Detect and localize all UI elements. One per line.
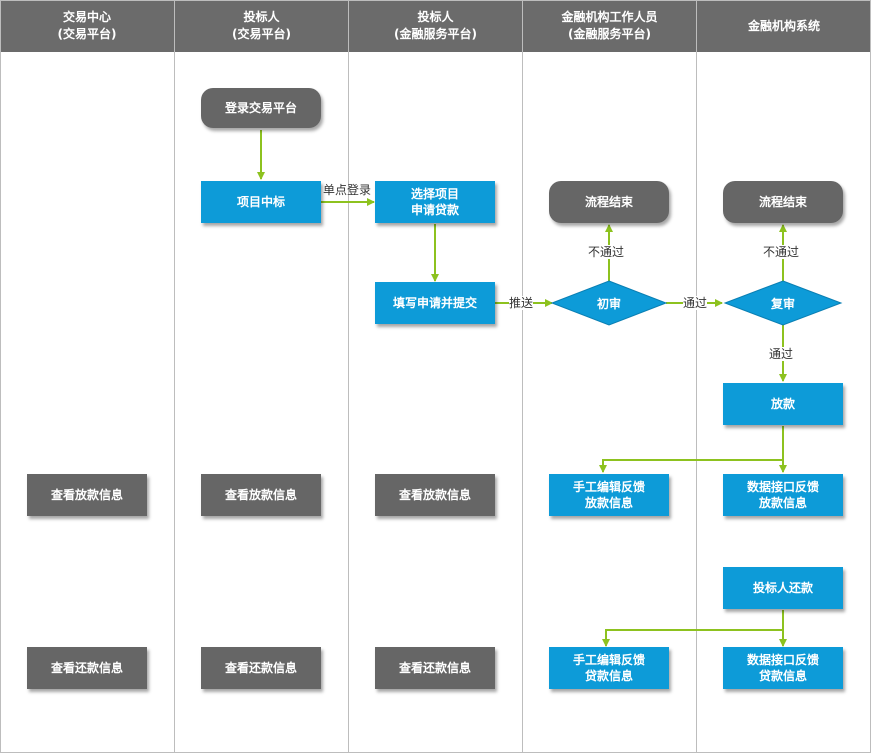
node-label: 查看还款信息 (398, 661, 471, 675)
node-label-line1: 手工编辑反馈 (572, 653, 645, 667)
node-label: 查看放款信息 (398, 488, 471, 502)
view-repay-node-bidder-finance: 查看还款信息 (375, 647, 495, 689)
node-label-line1: 数据接口反馈 (746, 480, 819, 494)
lane-header-finance-system: 金融机构系统 (697, 0, 871, 52)
lane-title: 金融机构工作人员 (561, 10, 658, 24)
node-label-line2: 申请贷款 (410, 203, 459, 217)
node-label: 放款 (770, 397, 795, 411)
edge-label-not-pass-2: 不通过 (763, 245, 800, 259)
node-label: 投标人还款 (752, 581, 813, 595)
loan-release-node: 放款 (723, 383, 843, 425)
lane-subtitle: (交易平台) (232, 27, 291, 41)
select-project-node: 选择项目 申请贷款 (375, 181, 495, 223)
edge-repay-to-manual-feedback (602, 629, 783, 647)
view-release-node-bidder-finance: 查看放款信息 (375, 474, 495, 516)
edge-label-pass-2: 通过 (769, 347, 794, 361)
node-label: 查看放款信息 (50, 488, 123, 502)
node-label-line2: 贷款信息 (758, 669, 807, 683)
lane-separator (174, 0, 175, 753)
process-end-node-2: 流程结束 (723, 181, 843, 223)
lane-subtitle: (金融服务平台) (394, 27, 477, 41)
first-review-decision (550, 280, 668, 326)
api-feedback-release-node: 数据接口反馈 放款信息 (723, 474, 843, 516)
edge-label-sso-login: 单点登录 (323, 183, 372, 197)
node-label-line2: 放款信息 (758, 496, 807, 510)
win-bid-node: 项目中标 (201, 181, 321, 223)
node-label: 流程结束 (758, 195, 807, 209)
node-label-line2: 放款信息 (584, 496, 633, 510)
lane-separator (522, 0, 523, 753)
lane-subtitle: (交易平台) (57, 27, 117, 41)
node-label-line1: 手工编辑反馈 (572, 480, 645, 494)
node-label-line1: 选择项目 (410, 187, 459, 201)
lane-title: 交易中心 (62, 10, 111, 24)
view-release-node-trading-center: 查看放款信息 (27, 474, 147, 516)
view-repay-node-trading-center: 查看还款信息 (27, 647, 147, 689)
edge-label-push: 推送 (509, 296, 534, 310)
manual-feedback-release-node: 手工编辑反馈 放款信息 (549, 474, 669, 516)
second-review-decision (723, 280, 843, 326)
node-label: 填写申请并提交 (392, 296, 477, 310)
lane-separator (696, 0, 697, 753)
lane-header-bidder-trading: 投标人 (交易平台) (175, 0, 348, 52)
fill-submit-node: 填写申请并提交 (375, 282, 495, 324)
lane-separator (348, 0, 349, 753)
node-label: 查看还款信息 (224, 661, 297, 675)
lane-title: 投标人 (417, 10, 454, 24)
lane-header-finance-staff: 金融机构工作人员 (金融服务平台) (523, 0, 696, 52)
lane-subtitle: (金融服务平台) (568, 27, 651, 41)
node-label-line2: 贷款信息 (584, 669, 633, 683)
process-end-node-1: 流程结束 (549, 181, 669, 223)
lane-title: 金融机构系统 (747, 18, 820, 33)
node-label: 项目中标 (236, 195, 285, 209)
lane-title: 投标人 (243, 10, 280, 24)
edge-label-not-pass-1: 不通过 (588, 245, 625, 259)
view-repay-node-bidder-trading: 查看还款信息 (201, 647, 321, 689)
lane-header-trading-center: 交易中心 (交易平台) (0, 0, 174, 52)
api-feedback-loan-node: 数据接口反馈 贷款信息 (723, 647, 843, 689)
login-trading-platform-node: 登录交易平台 (201, 88, 321, 128)
edge-label-pass-1: 通过 (683, 296, 708, 310)
manual-feedback-loan-node: 手工编辑反馈 贷款信息 (549, 647, 669, 689)
node-label-line1: 数据接口反馈 (746, 653, 819, 667)
node-label: 查看还款信息 (50, 661, 123, 675)
node-label: 流程结束 (584, 195, 633, 209)
lane-header-bidder-finance: 投标人 (金融服务平台) (349, 0, 522, 52)
view-release-node-bidder-trading: 查看放款信息 (201, 474, 321, 516)
edge-release-to-manual-feedback (599, 459, 783, 473)
node-label: 查看放款信息 (224, 488, 297, 502)
bidder-repay-node: 投标人还款 (723, 567, 843, 609)
node-label: 登录交易平台 (224, 101, 297, 115)
